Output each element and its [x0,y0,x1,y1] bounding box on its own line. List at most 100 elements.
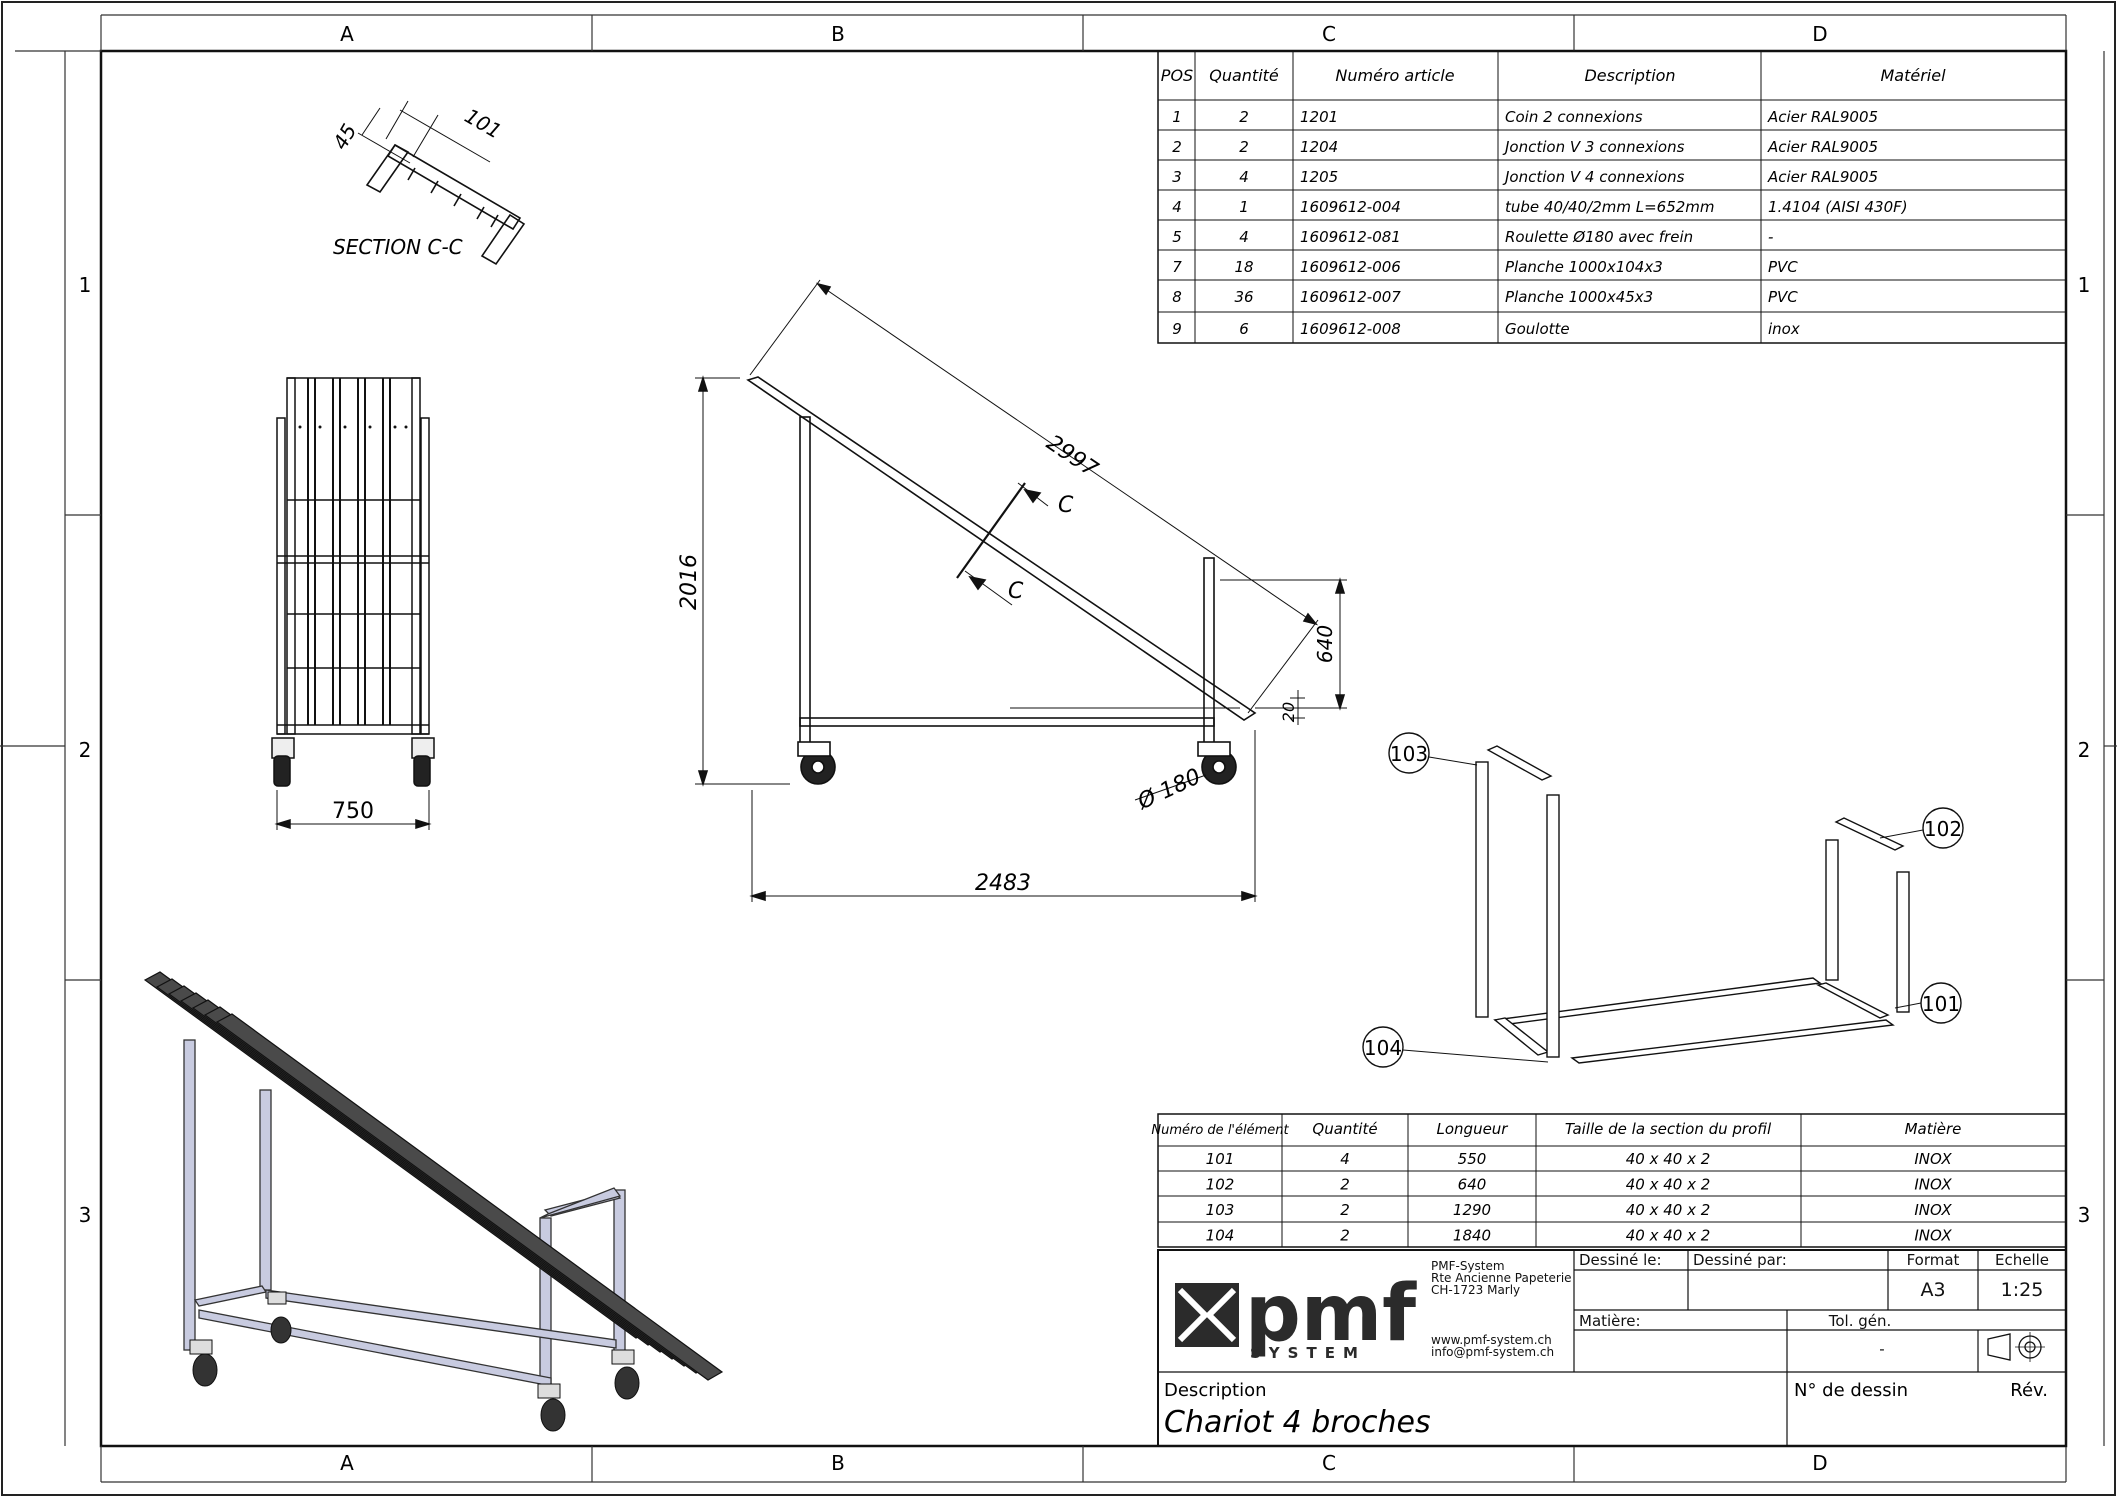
parts-cell: Roulette Ø180 avec frein [1505,228,1693,246]
logo-subtext: SYSTEM [1250,1344,1366,1362]
parts-cell: 4 [1172,198,1182,216]
parts-cell: 8 [1172,288,1182,306]
zone-row-3-right: 3 [2078,1203,2091,1227]
parts-header-article: Numéro article [1335,66,1454,85]
drawing-number-label: N° de dessin [1794,1380,1908,1401]
parts-cell: PVC [1768,258,1798,276]
zone-row-2-left: 2 [79,738,92,762]
section-dim-101: 101 [461,104,506,144]
elements-cell: 2 [1340,1201,1350,1219]
elements-cell: 4 [1340,1150,1350,1168]
company-email: info@pmf-system.ch [1431,1345,1554,1359]
isometric-view [143,971,724,1432]
title-block: pmf SYSTEM PMF-System Rte Ancienne Papet… [1157,1249,2067,1447]
logo-text: pmf [1245,1269,1417,1359]
parts-cell: 1609612-006 [1300,258,1401,276]
zone-ticks [0,14,2117,1483]
drawn-on-label: Dessiné le: [1579,1251,1662,1269]
elements-cell: 2 [1340,1176,1350,1194]
parts-cell: 9 [1172,320,1182,338]
zone-row-3-left: 3 [79,1203,92,1227]
drawn-by-label: Dessiné par: [1693,1251,1787,1269]
side-dim-20: 20 [1279,702,1298,722]
exploded-view [1362,732,1964,1068]
elements-cell: 1290 [1453,1201,1491,1219]
parts-header-pos: POS [1161,66,1193,85]
parts-cell: 36 [1234,288,1253,306]
parts-cell: tube 40/40/2mm L=652mm [1505,198,1715,216]
zone-col-c-bottom: C [1322,1451,1336,1475]
parts-header-material: Matériel [1880,66,1946,85]
parts-cell: 1205 [1300,168,1338,186]
elements-cell: 40 x 40 x 2 [1626,1227,1711,1245]
zone-col-c-top: C [1322,22,1336,46]
zone-col-a-bottom: A [340,1451,354,1475]
description-value: Chariot 4 broches [1164,1405,1431,1440]
callout-102: 102 [1924,817,1962,841]
company-name: PMF-System [1431,1259,1505,1273]
elements-cell: 40 x 40 x 2 [1626,1150,1711,1168]
elements-cell: 550 [1458,1150,1487,1168]
zone-col-d-top: D [1812,22,1827,46]
parts-cell: 3 [1172,168,1182,186]
parts-cell: 1609612-081 [1300,228,1401,246]
zone-row-2-right: 2 [2078,738,2091,762]
front-view [271,377,435,830]
parts-cell: Acier RAL9005 [1767,108,1878,126]
tolerance-value: - [1879,1340,1884,1358]
elements-cell: 1840 [1453,1227,1491,1245]
parts-cell: Goulotte [1505,320,1570,338]
parts-cell: 1 [1239,198,1249,216]
parts-cell: Planche 1000x104x3 [1505,258,1663,276]
section-c-c-view [357,100,526,266]
elements-header-qty: Quantité [1312,1120,1377,1138]
elements-header-section: Taille de la section du profil [1565,1120,1772,1138]
parts-cell: 1609612-004 [1300,198,1401,216]
elements-cell: 2 [1340,1227,1350,1245]
section-mark-c-upper: C [1058,493,1074,518]
side-dim-wheel: Ø 180 [1133,764,1205,815]
elements-cell: 104 [1206,1227,1235,1245]
parts-cell: 1204 [1300,138,1338,156]
description-label: Description [1164,1380,1267,1401]
parts-cell: 1 [1172,108,1182,126]
parts-cell: 1.4104 (AISI 430F) [1768,198,1908,216]
callout-103: 103 [1390,742,1428,766]
callout-104: 104 [1364,1036,1402,1060]
parts-cell: 2 [1239,108,1249,126]
parts-cell: 1609612-008 [1300,320,1401,338]
elements-cell: 640 [1458,1176,1487,1194]
zone-col-a-top: A [340,22,354,46]
side-view [695,279,1347,902]
format-value: A3 [1920,1279,1945,1301]
section-dim-45: 45 [328,120,362,154]
company-address-1: Rte Ancienne Papeterie [1431,1271,1572,1285]
callout-101: 101 [1922,992,1960,1016]
elements-cell: 101 [1206,1150,1235,1168]
parts-cell: 1201 [1300,108,1338,126]
elements-cell: INOX [1914,1227,1952,1245]
zone-row-1-left: 1 [79,273,92,297]
parts-cell: 6 [1239,320,1249,338]
elements-header-material: Matière [1905,1120,1962,1138]
projection-symbol-icon [1987,1332,2045,1362]
elements-cell: 40 x 40 x 2 [1626,1176,1711,1194]
parts-header-description: Description [1584,66,1675,85]
parts-cell: PVC [1768,288,1798,306]
elements-cell: 103 [1206,1201,1235,1219]
parts-cell: Jonction V 3 connexions [1502,138,1685,156]
parts-cell: 7 [1172,258,1182,276]
company-address-2: CH-1723 Marly [1431,1283,1520,1297]
side-dim-2997: 2997 [1042,431,1102,483]
company-web: www.pmf-system.ch [1431,1333,1552,1347]
zone-row-1-right: 1 [2078,273,2091,297]
elements-cell: INOX [1914,1176,1952,1194]
side-dim-2483: 2483 [975,871,1031,896]
elements-cell: 102 [1206,1176,1235,1194]
parts-cell: 5 [1172,228,1182,246]
zone-col-d-bottom: D [1812,1451,1827,1475]
parts-cell: Acier RAL9005 [1767,168,1878,186]
parts-cell: Planche 1000x45x3 [1505,288,1653,306]
elements-cell: INOX [1914,1201,1952,1219]
